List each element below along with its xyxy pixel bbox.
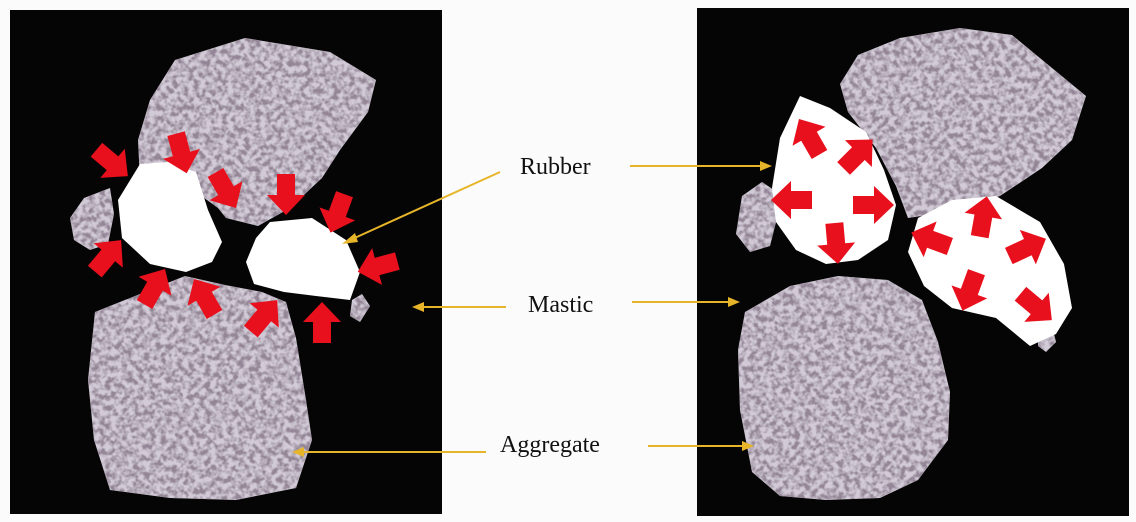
label-aggregate: Aggregate xyxy=(500,432,600,458)
label-mastic: Mastic xyxy=(528,292,593,318)
left-panel xyxy=(10,10,442,514)
aggregate-left-bottom xyxy=(88,276,312,500)
aggregate-right-bottom xyxy=(738,276,950,500)
right-panel xyxy=(697,8,1129,516)
label-rubber: Rubber xyxy=(520,154,591,180)
